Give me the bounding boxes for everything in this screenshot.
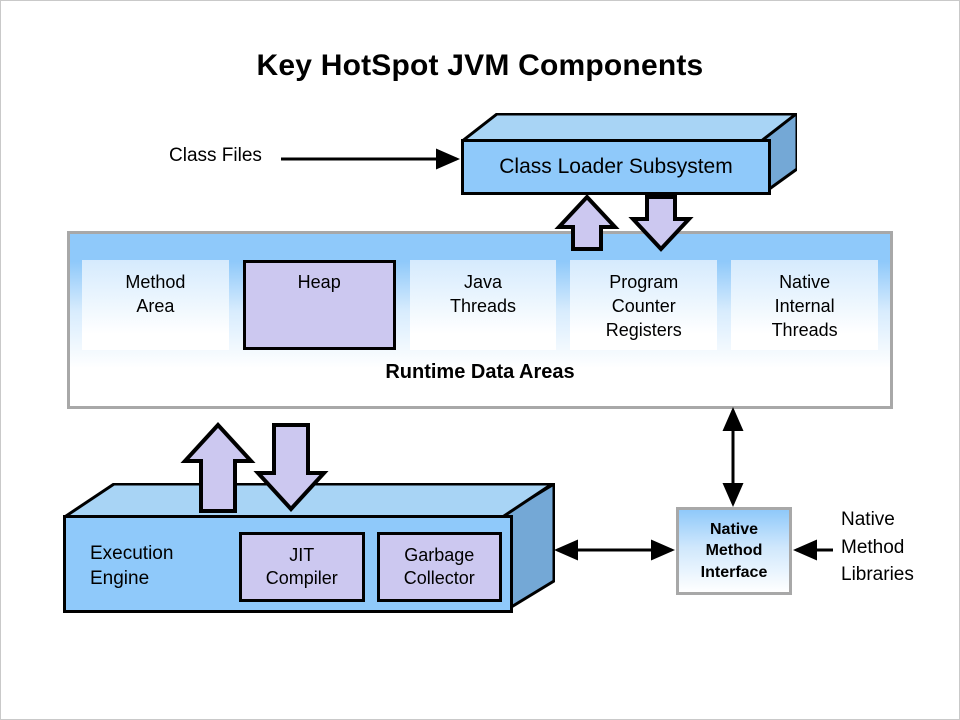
runtime-data-areas-caption: Runtime Data Areas xyxy=(385,361,575,383)
text-line: Heap xyxy=(297,272,341,292)
execution-box-jit-compiler: JIT Compiler xyxy=(239,532,365,602)
text-line: Threads xyxy=(771,319,838,340)
execution-engine-top-face xyxy=(58,482,557,520)
text-line: Engine xyxy=(90,568,150,589)
text-line: Interface xyxy=(700,563,768,581)
class-loader-front-face: Class Loader Subsystem xyxy=(461,139,771,195)
text-line: Area xyxy=(136,295,175,316)
text-line: Native xyxy=(779,272,831,292)
text-line: Libraries xyxy=(841,564,914,586)
text-line: Counter xyxy=(611,295,676,316)
text-line: JIT xyxy=(289,544,315,565)
text-line: Program xyxy=(609,272,679,292)
text-line: Collector xyxy=(403,568,475,588)
text-line: Native xyxy=(841,509,895,530)
text-line: Method xyxy=(125,272,186,292)
class-files-label: Class Files xyxy=(169,145,262,166)
text-line: Execution xyxy=(90,543,174,565)
text-line: Compiler xyxy=(265,568,338,588)
text-line: Registers xyxy=(605,319,682,340)
text-line: Threads xyxy=(449,295,517,316)
class-loader-label: Class Loader Subsystem xyxy=(499,154,733,178)
text-line: Method xyxy=(705,542,763,560)
text-line: Garbage xyxy=(404,544,475,565)
text-line: Internal xyxy=(774,295,835,316)
text-line: Native xyxy=(709,521,759,539)
class-loader-subsystem-box: Class Loader Subsystem xyxy=(456,110,801,198)
page-title: Key HotSpot JVM Components xyxy=(256,49,704,82)
text-line: Java xyxy=(463,272,502,292)
runtime-box-heap: Heap xyxy=(242,260,396,350)
text-line: Method xyxy=(841,536,905,558)
